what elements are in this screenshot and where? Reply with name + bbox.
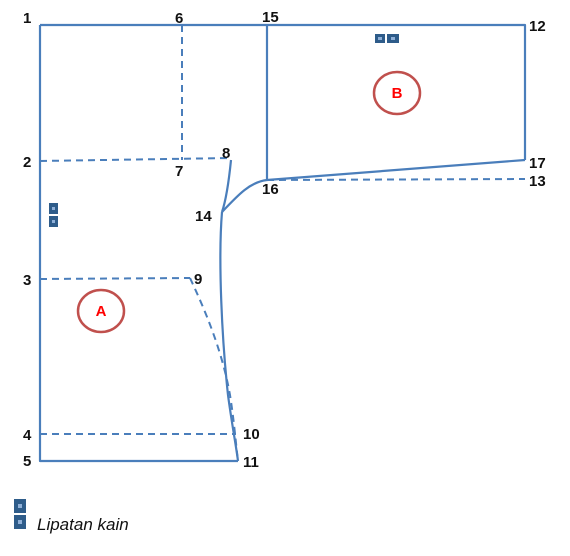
legend-label: Lipatan kain <box>37 515 129 534</box>
point-label-9: 9 <box>194 271 202 288</box>
legend: Lipatan kain <box>14 499 129 534</box>
point-label-6: 6 <box>175 10 183 27</box>
curve-8-14 <box>220 159 233 213</box>
part-b-label: B <box>392 85 403 102</box>
point-label-3: 3 <box>23 272 31 289</box>
part-a-circle <box>76 288 126 334</box>
point-label-10: 10 <box>243 426 260 443</box>
point-label-15: 15 <box>262 9 279 26</box>
part-b-badge: B <box>372 70 422 116</box>
part-a-badge: A <box>76 288 126 334</box>
point-label-7: 7 <box>175 163 183 180</box>
point-label-2: 2 <box>23 154 31 171</box>
point-label-17: 17 <box>529 155 546 172</box>
point-label-4: 4 <box>23 427 32 444</box>
legend-fold-icon <box>14 499 26 529</box>
point-label-14: 14 <box>195 208 212 225</box>
dashed-2-8 <box>39 157 232 162</box>
part-b-circle <box>372 70 422 116</box>
fold-marker-top <box>375 34 399 43</box>
dashed-16-13 <box>266 178 526 181</box>
fold-marker-left <box>49 203 58 227</box>
point-label-13: 13 <box>529 173 546 190</box>
curve-14-16 <box>221 178 268 213</box>
part-a-label: A <box>96 303 107 320</box>
dashed-9-11 <box>189 277 239 462</box>
dashed-lines <box>39 25 526 462</box>
curve-16-17 <box>266 158 526 182</box>
curve-14-11 <box>219 211 240 462</box>
point-label-8: 8 <box>222 145 230 162</box>
point-label-12: 12 <box>529 18 546 35</box>
solid-outline <box>38 23 527 463</box>
outline-left-bottom <box>38 25 238 463</box>
point-label-1: 1 <box>23 10 31 27</box>
point-label-11: 11 <box>243 454 259 471</box>
point-label-5: 5 <box>23 453 31 470</box>
dashed-3-9 <box>39 277 191 280</box>
outline-top-right <box>40 23 527 160</box>
point-label-16: 16 <box>262 181 279 198</box>
